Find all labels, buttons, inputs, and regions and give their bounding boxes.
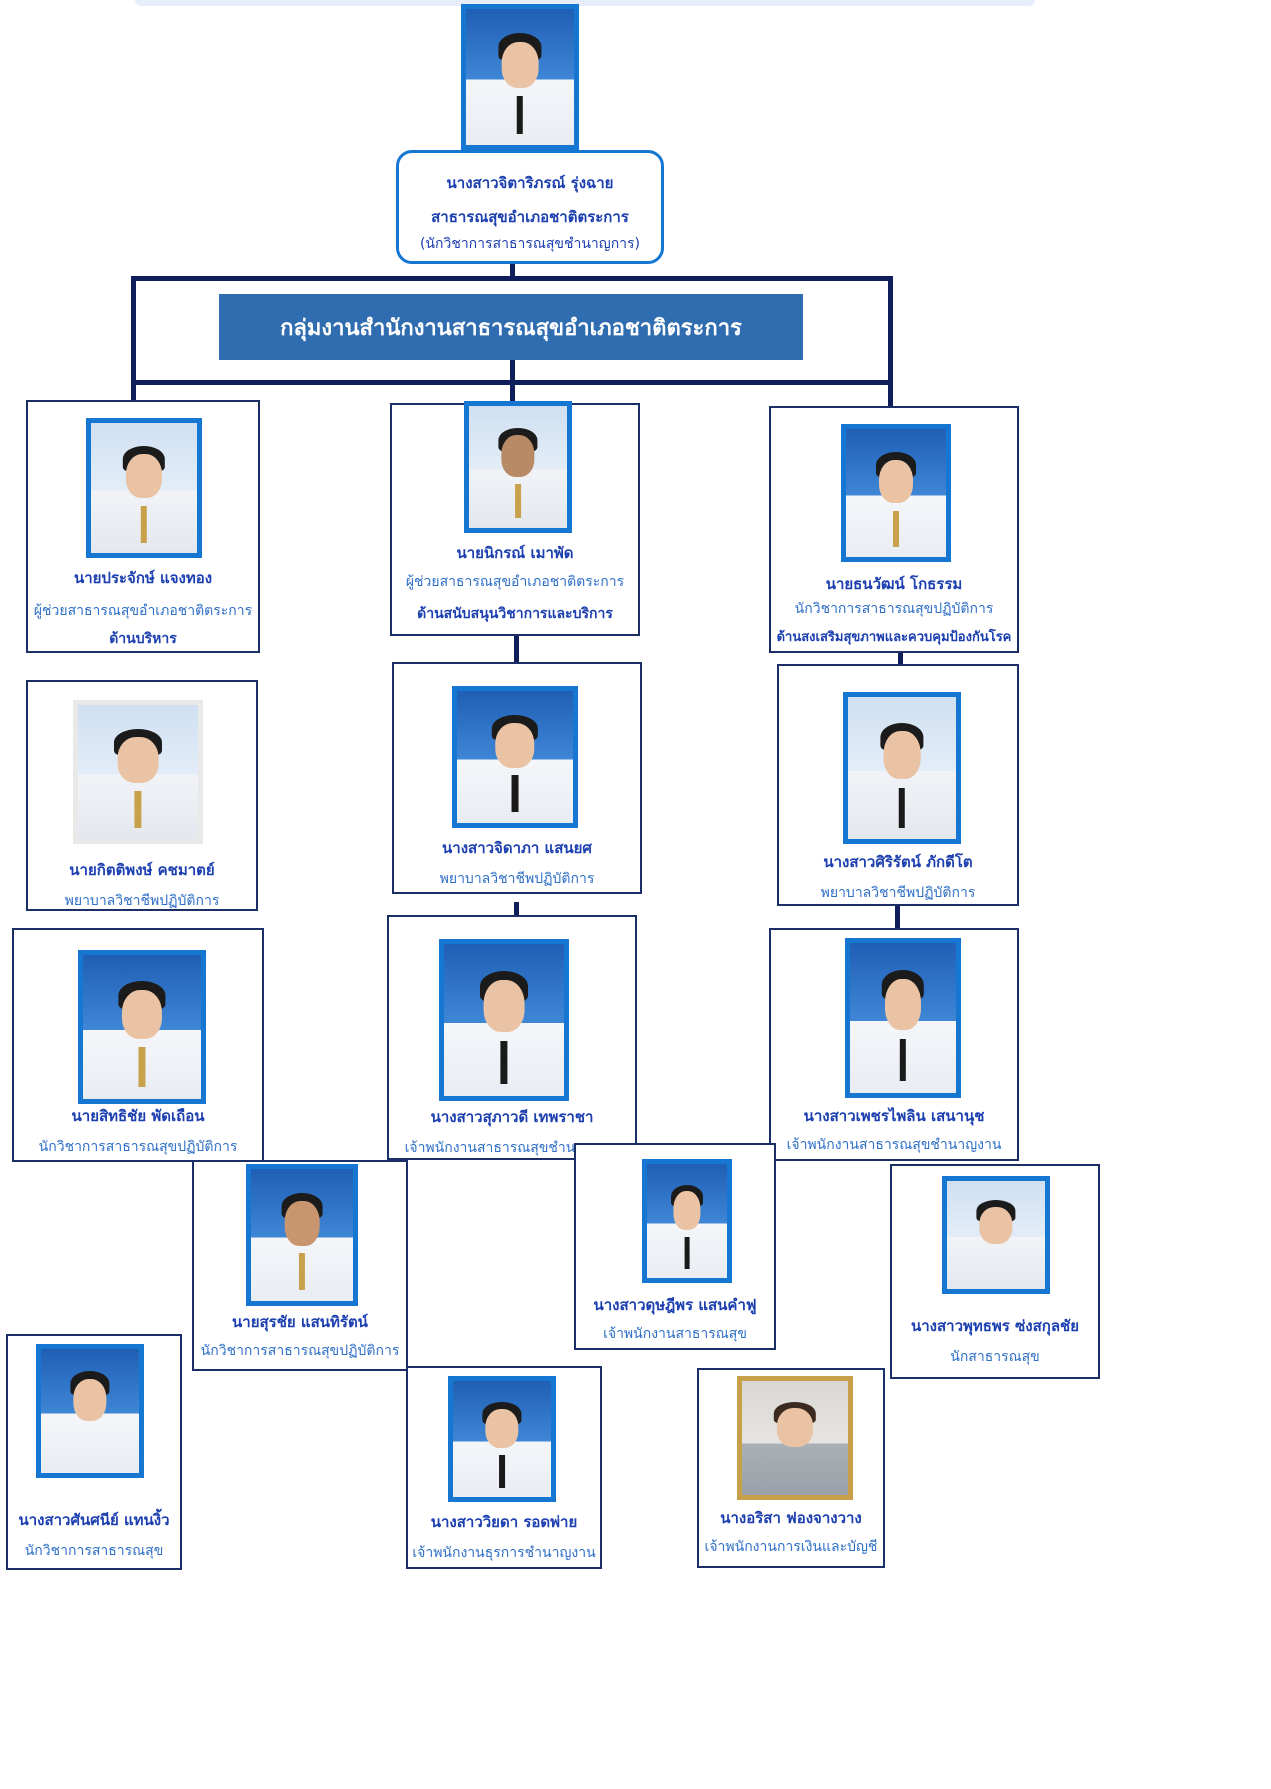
staff-name: นางสาวพุทธพร ซ่งสกุลชัย [910,1317,1079,1335]
connector-right-col-1 [898,650,903,664]
staff-card: นายประจักษ์ แจงทอง ผู้ช่วยสาธารณสุขอำเภอ… [26,400,260,653]
staff-area: ด้านสนับสนุนวิชาการและบริการ [417,606,613,622]
staff-name: นางสาววิยดา รอดพ่าย [430,1513,578,1531]
connector-center-col-1 [514,636,519,664]
staff-card: นางสาวดุษฎีพร แสนคำฟู เจ้าพนักงานสาธารณส… [574,1143,776,1350]
connector-right-col-2 [895,905,900,929]
staff-name: นางสาวเพชรไพลิน เสนานุช [803,1107,985,1125]
director-position: (นักวิชาการสาธารณสุขชำนาญการ) [419,236,641,252]
staff-name: นายประจักษ์ แจงทอง [73,569,213,587]
director-photo [461,4,579,150]
director-title: สาธารณสุขอำเภอชาติตระการ [431,208,629,226]
staff-position: เจ้าพนักงานสาธารณสุขชำนาญงาน [786,1137,1002,1153]
staff-card: นายธนวัฒน์ โกธรรม นักวิชาการสาธารณสุขปฏิ… [769,406,1019,653]
staff-name: นางอริสา ฟองจางวาง [720,1509,862,1527]
staff-position: นักสาธารณสุข [950,1349,1040,1365]
staff-photo [73,700,203,844]
staff-name: นายสิทธิชัย พัดเถือน [71,1107,205,1125]
staff-name: นางสาวดุษฎีพร แสนคำฟู [593,1296,757,1314]
staff-area: ด้านบริหาร [109,631,177,647]
staff-photo [841,424,951,562]
staff-card: นางสาวศันศนีย์ แทนงิ้ว นักวิชาการสาธารณส… [6,1334,182,1570]
staff-name: นางสาวสุภาวดี เทพราชา [430,1108,594,1126]
staff-photo [78,950,206,1104]
staff-photo [36,1344,144,1478]
staff-photo [845,938,961,1098]
staff-position: เจ้าพนักงานธุรการชำนาญงาน [412,1545,596,1561]
connector-center-col-2 [514,902,519,916]
director-card: นางสาวจิตาริภรณ์ รุ่งฉาย สาธารณสุขอำเภอช… [396,150,664,264]
staff-card: นายกิตติพงษ์ คชมาตย์ พยาบาลวิชาชีพปฏิบัต… [26,680,258,911]
staff-position: นักวิชาการสาธารณสุขปฏิบัติการ [794,601,994,617]
staff-card: นางสาวพุทธพร ซ่งสกุลชัย นักสาธารณสุข [890,1164,1100,1379]
group-banner: กลุ่มงานสำนักงานสาธารณสุขอำเภอชาติตระการ [219,294,803,360]
staff-position: เจ้าพนักงานสาธารณสุข [603,1326,747,1342]
staff-position: พยาบาลวิชาชีพปฏิบัติการ [439,871,595,887]
staff-photo [439,939,569,1101]
staff-position: นักวิชาการสาธารณสุขปฏิบัติการ [38,1139,238,1155]
staff-name: นางสาวจิดาภา แสนยศ [442,839,592,857]
staff-card: นางสาวเพชรไพลิน เสนานุช เจ้าพนักงานสาธาร… [769,928,1019,1161]
staff-card: นายสุรชัย แสนทิรัตน์ นักวิชาการสาธารณสุข… [192,1160,408,1371]
staff-position: นักวิชาการสาธารณสุขปฏิบัติการ [200,1343,400,1359]
staff-name: นายนิกรณ์ เมาพัด [456,544,574,562]
staff-card: นางสาววิยดา รอดพ่าย เจ้าพนักงานธุรการชำน… [406,1366,602,1569]
staff-name: นางสาวศิริรัตน์ ภักดีโต [823,853,973,871]
staff-position: ผู้ช่วยสาธารณสุขอำเภอชาติตระการ [33,603,253,619]
staff-photo [246,1164,358,1306]
staff-photo [642,1159,732,1283]
staff-card: นางสาวจิดาภา แสนยศ พยาบาลวิชาชีพปฏิบัติก… [392,662,642,894]
staff-position: เจ้าพนักงานสาธารณสุขชำนาญงาน [404,1140,620,1156]
staff-position: นักวิชาการสาธารณสุข [24,1543,164,1559]
connector-bottom-bar [131,380,893,385]
connector-right-vertical [888,276,893,406]
staff-photo [452,686,578,828]
staff-area: ด้านสงเสริมสุขภาพและควบคุมป้องกันโรค [776,630,1012,645]
staff-photo [942,1176,1050,1294]
staff-photo [448,1376,556,1502]
staff-name: นายกิตติพงษ์ คชมาตย์ [69,861,215,879]
staff-card: นายสิทธิชัย พัดเถือน นักวิชาการสาธารณสุข… [12,928,264,1162]
staff-photo [843,692,961,844]
staff-card: นายนิกรณ์ เมาพัด ผู้ช่วยสาธารณสุขอำเภอชา… [390,401,640,636]
connector-left-vertical [131,276,136,402]
staff-photo [737,1376,853,1500]
staff-name: นายธนวัฒน์ โกธรรม [825,575,963,593]
connector-top-bar [131,276,893,281]
staff-position: เจ้าพนักงานการเงินและบัญชี [704,1539,878,1555]
staff-photo [464,401,572,533]
staff-card: นางสาวสุภาวดี เทพราชา เจ้าพนักงานสาธารณส… [387,915,637,1160]
staff-card: นางอริสา ฟองจางวาง เจ้าพนักงานการเงินและ… [697,1368,885,1568]
director-name: นางสาวจิตาริภรณ์ รุ่งฉาย [446,174,614,192]
staff-card: นางสาวศิริรัตน์ ภักดีโต พยาบาลวิชาชีพปฏิ… [777,664,1019,906]
staff-photo [86,418,202,558]
staff-name: นางสาวศันศนีย์ แทนงิ้ว [18,1511,170,1529]
connector-director-down [510,258,515,278]
staff-position: ผู้ช่วยสาธารณสุขอำเภอชาติตระการ [405,574,625,590]
staff-position: พยาบาลวิชาชีพปฏิบัติการ [820,885,976,901]
staff-position: พยาบาลวิชาชีพปฏิบัติการ [64,893,220,909]
staff-name: นายสุรชัย แสนทิรัตน์ [232,1313,368,1331]
top-decoration-band [135,0,1035,6]
